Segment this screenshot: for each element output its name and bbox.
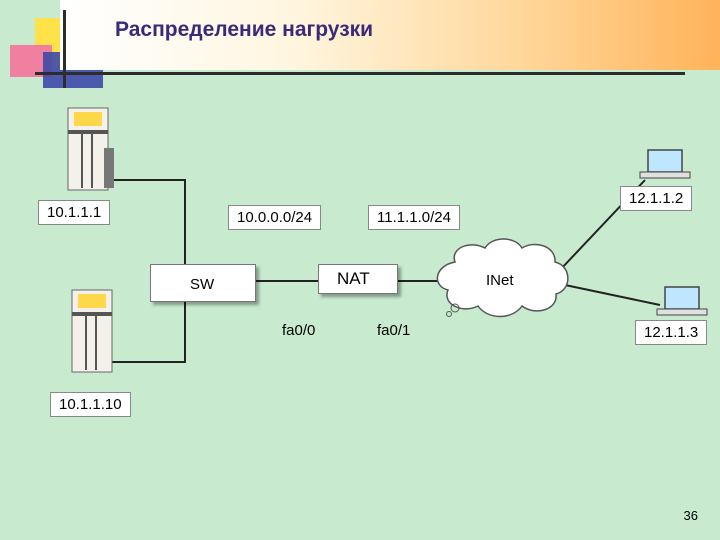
laptop-icon-top <box>639 149 691 179</box>
server-top-address: 10.1.1.1 <box>38 200 111 225</box>
outside-network-label: 11.1.1.0/24 <box>368 205 460 230</box>
inside-network-label: 10.0.0.0/24 <box>228 205 322 230</box>
link-server-top-switch <box>112 179 186 265</box>
server-bottom-address: 10.1.1.10 <box>50 392 131 417</box>
internet-cloud-icon <box>436 238 569 318</box>
title-band <box>60 0 720 70</box>
title-vertical-rule <box>63 10 66 88</box>
nat-label: NAT <box>337 269 370 288</box>
page-number: 36 <box>683 508 698 523</box>
page-title: Распределение нагрузки <box>115 18 374 41</box>
internet-label: INet <box>486 272 514 289</box>
switch-box <box>150 264 256 302</box>
interface-outside-label: fa0/1 <box>377 322 411 339</box>
title-rule <box>35 72 685 75</box>
switch-label: SW <box>190 276 215 293</box>
link-inet-laptop-bottom <box>564 284 661 306</box>
laptop-icon-bottom <box>656 286 708 316</box>
laptop-top-address: 12.1.1.2 <box>620 186 693 211</box>
link-server-bottom-switch <box>112 300 186 363</box>
nat-router-box <box>318 264 398 294</box>
server-icon-bottom <box>71 289 113 373</box>
server-icon-top <box>67 107 114 191</box>
interface-inside-label: fa0/0 <box>282 322 316 339</box>
laptop-bottom-address: 12.1.1.3 <box>635 320 708 345</box>
